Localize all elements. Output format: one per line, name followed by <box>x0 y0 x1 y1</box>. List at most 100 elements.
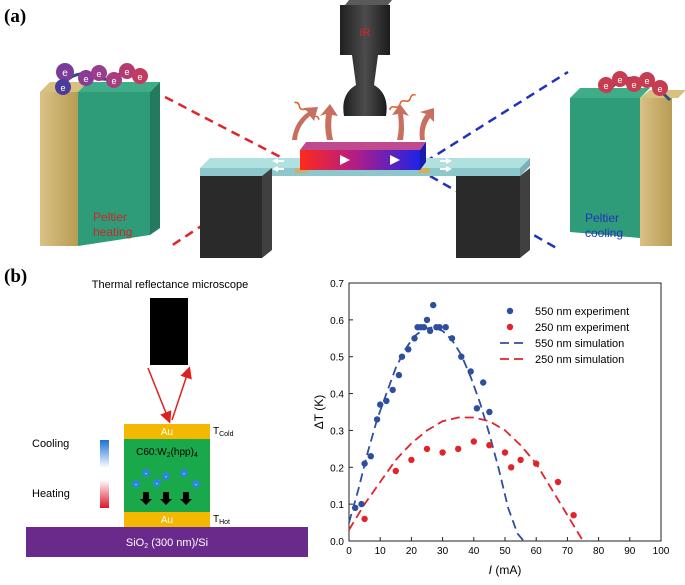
svg-text:e: e <box>644 76 649 86</box>
left-electrons: e e e e e e e <box>55 63 148 95</box>
reflected-beam <box>171 366 192 421</box>
electron-icon: e <box>626 76 642 92</box>
panel-a: (a) e e e e e e e Peltier heating <box>4 0 685 258</box>
ir-camera: IR <box>340 0 392 116</box>
svg-text:e: e <box>60 83 65 93</box>
data-point <box>458 353 465 360</box>
svg-text:-: - <box>165 474 168 481</box>
x-tick-label: 100 <box>653 546 670 557</box>
svg-text:-: - <box>145 471 148 478</box>
data-point <box>442 324 449 331</box>
data-point <box>377 401 384 408</box>
svg-text:-: - <box>135 482 138 489</box>
left-dashed-line-upper <box>164 95 293 165</box>
legend-label-550-sim: 550 nm simulation <box>535 338 624 350</box>
device-platform <box>200 158 530 258</box>
electron-icon: e <box>56 63 74 81</box>
data-point <box>352 504 359 511</box>
panel-b-schematic: (b) Thermal reflectance microscope Au TC… <box>4 266 308 557</box>
data-point <box>392 467 399 475</box>
left-junction-block <box>40 82 160 246</box>
data-point <box>423 445 431 453</box>
c60-label: C60:W2(hpp)4 <box>136 447 198 459</box>
data-point <box>426 327 434 335</box>
right-electrons: e e e e e <box>598 71 672 102</box>
t-hot-label: THot <box>213 514 230 526</box>
y-tick-label: 0.0 <box>330 537 344 548</box>
svg-text:e: e <box>124 67 129 77</box>
x-tick-label: 40 <box>468 546 480 557</box>
right-junction-block <box>570 88 685 246</box>
electron-icon: - <box>153 479 161 488</box>
svg-text:e: e <box>657 84 662 94</box>
heating-gradient <box>100 480 109 508</box>
data-point <box>501 449 509 456</box>
data-point <box>486 442 493 449</box>
legend-label-550-exp: 550 nm experiment <box>535 306 629 318</box>
electron-icon: - <box>142 469 150 478</box>
peltier-cooling-line1: Peltier <box>585 211 619 225</box>
small-white-arrows <box>272 158 452 172</box>
top-au-label: Au <box>161 427 173 438</box>
legend-label-250-sim: 250 nm simulation <box>535 354 624 366</box>
microscope-objective <box>150 298 188 365</box>
data-point <box>467 368 474 375</box>
svg-text:e: e <box>137 72 142 82</box>
data-point <box>439 449 446 456</box>
svg-text:-: - <box>195 482 198 489</box>
data-point <box>436 324 443 331</box>
bottom-au-label: Au <box>161 515 173 526</box>
x-tick-label: 90 <box>624 546 636 557</box>
data-point <box>448 335 456 342</box>
svg-text:e: e <box>96 69 101 79</box>
data-point <box>470 438 477 445</box>
peltier-heating-line1: Peltier <box>93 210 127 224</box>
data-point <box>395 371 403 379</box>
electron-icon: e <box>132 68 148 84</box>
right-dashed-line-upper <box>424 70 569 164</box>
electron-markers: - - - - - - <box>132 469 200 489</box>
x-tick-label: 70 <box>562 546 574 557</box>
electron-icon: e <box>612 71 628 87</box>
x-tick-label: 50 <box>499 546 511 557</box>
data-point <box>554 478 562 486</box>
data-point <box>361 460 368 467</box>
y-tick-label: 0.7 <box>330 279 344 290</box>
heat-arrows <box>292 104 434 140</box>
data-point <box>508 464 515 471</box>
y-axis-ticks: 0.00.10.20.30.40.50.60.7 <box>330 279 353 548</box>
y-tick-label: 0.2 <box>330 463 344 474</box>
simulation-curve-2 <box>348 326 525 542</box>
x-tick-label: 80 <box>593 546 605 557</box>
legend: 550 nm experiment 250 nm experiment 550 … <box>500 306 629 366</box>
data-point <box>423 316 431 324</box>
data-point <box>517 456 524 464</box>
electron-icon: e <box>55 79 71 95</box>
ir-label: IR <box>360 27 371 39</box>
data-point <box>455 445 462 453</box>
substrate-label: SiO2 (300 nm)/Si <box>126 537 208 550</box>
x-axis-label: I (mA) <box>489 563 522 577</box>
data-point <box>411 335 418 342</box>
data-point <box>389 386 396 394</box>
electron-icon: e <box>106 72 122 88</box>
thermoelectric-bar <box>300 142 426 170</box>
legend-label-250-exp: 250 nm experiment <box>535 322 629 334</box>
simulation-curve-3 <box>348 416 584 542</box>
data-point <box>486 408 493 416</box>
top-au-contact <box>124 424 210 439</box>
x-tick-label: 60 <box>531 546 543 557</box>
electron-icon: - <box>162 472 170 481</box>
data-point <box>361 515 368 523</box>
x-tick-label: 0 <box>346 546 352 557</box>
svg-text:e: e <box>83 74 88 84</box>
data-point <box>373 416 381 423</box>
electron-icon: e <box>652 80 668 96</box>
peltier-cooling-line2: cooling <box>585 226 623 240</box>
data-point <box>398 353 406 360</box>
ir-wave-right <box>388 94 416 111</box>
y-tick-label: 0.1 <box>330 500 344 511</box>
data-point <box>570 512 577 519</box>
